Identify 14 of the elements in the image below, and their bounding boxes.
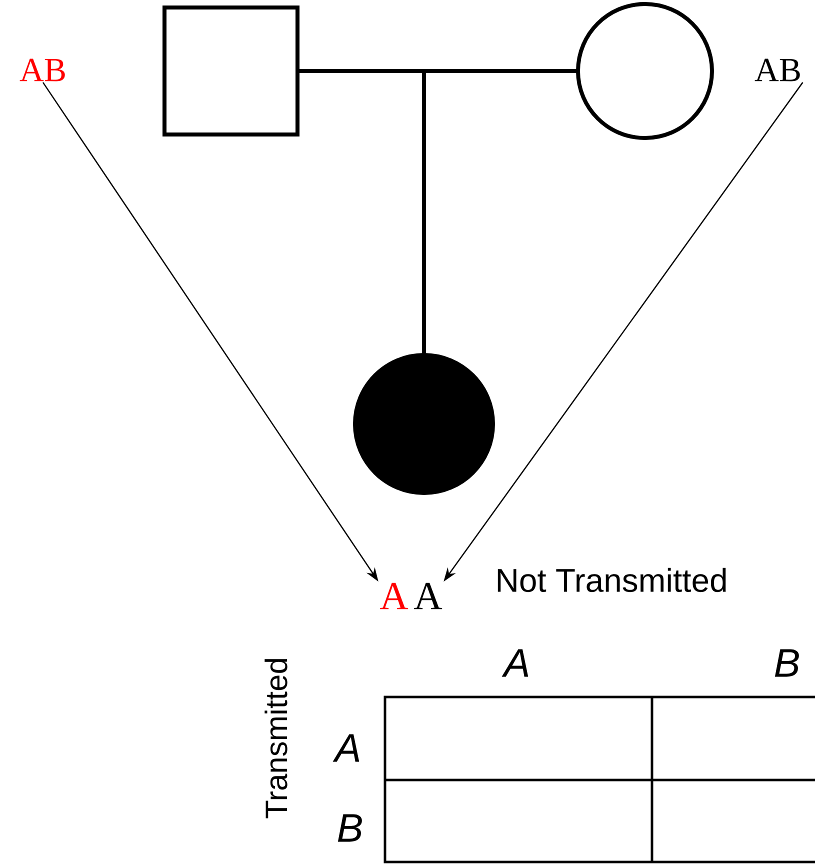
affected-circle [353, 353, 495, 495]
axis-title: Not Transmitted [498, 568, 726, 592]
axis-title: Transmitted [264, 659, 288, 818]
allele-label: A [380, 582, 408, 610]
column-header: A [502, 649, 528, 677]
row-header: A [332, 734, 360, 762]
column-header: B [774, 649, 799, 677]
allele-label: AB [754, 58, 800, 82]
allele-label: AB [20, 58, 65, 82]
pedigree-line [422, 69, 578, 355]
male-square [162, 6, 300, 136]
row-header: B [338, 814, 362, 842]
allele-label: A [414, 582, 442, 610]
female-circle [576, 2, 714, 140]
